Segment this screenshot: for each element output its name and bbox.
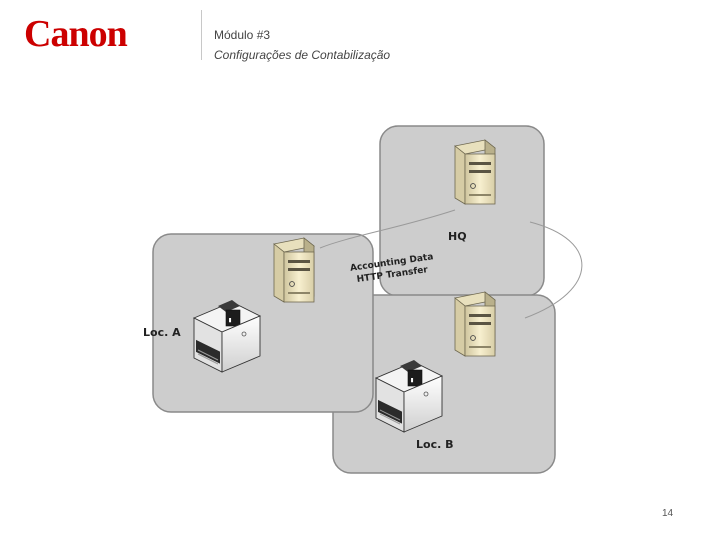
loc-b-server-icon [454, 291, 496, 357]
loc-a-server-icon [273, 237, 315, 303]
loca-hq-link [319, 209, 456, 249]
loc-b-label: Loc. B [416, 438, 453, 451]
module-title: Módulo #3 [214, 28, 271, 42]
canon-logo: Canon [24, 13, 128, 55]
hq-locb-link [524, 221, 583, 319]
header-divider [201, 10, 202, 60]
page-number: 14 [662, 508, 674, 519]
hq-label: HQ [448, 230, 467, 243]
loc-a-label: Loc. A [143, 326, 181, 339]
loc-a-zone [152, 233, 374, 413]
hq-server-icon [454, 139, 496, 205]
module-subtitle: Configurações de Contabilização [214, 48, 391, 62]
